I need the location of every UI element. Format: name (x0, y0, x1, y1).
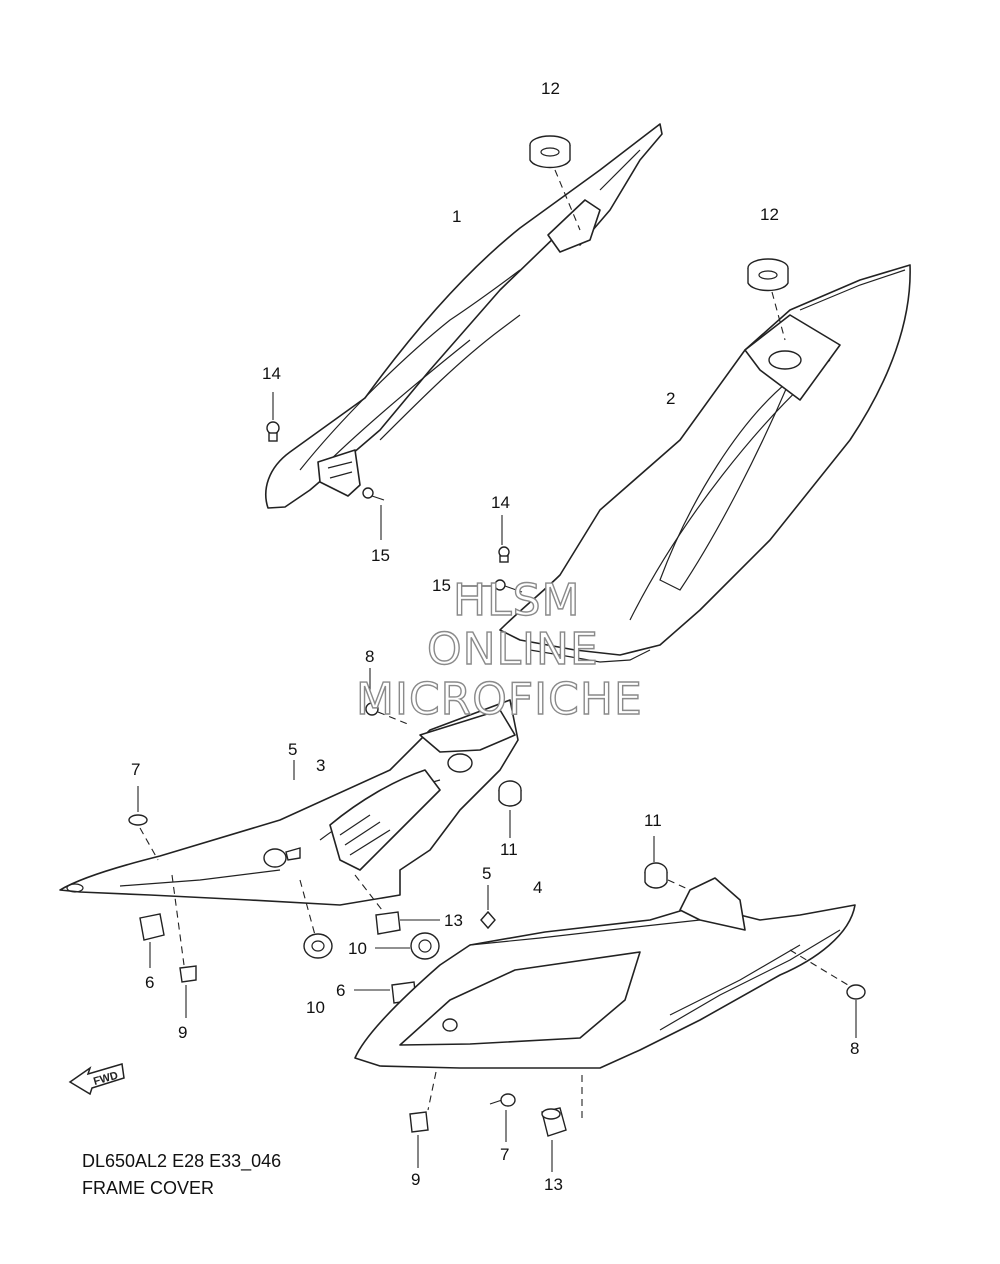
screw-7-left (128, 786, 159, 861)
grommet-10-right (375, 932, 440, 960)
clip-5-upper (285, 760, 301, 861)
callout-13-upper: 13 (444, 911, 463, 930)
watermark-line-3: MICROFICHE (356, 674, 643, 725)
collar-13-upper (354, 874, 440, 935)
callout-12-right: 12 (760, 205, 779, 224)
callout-10-lower: 10 (306, 998, 325, 1017)
part-3-lower-left-cover (59, 699, 519, 906)
diagram-code: DL650AL2 E28 E33_046 (82, 1151, 281, 1172)
screw-15-upper (362, 487, 385, 540)
callout-labels: 12 1 12 14 2 15 14 15 8 5 3 7 11 11 5 4 … (131, 79, 859, 1194)
callout-5-upper: 5 (288, 740, 297, 759)
grommet-12-upper (529, 135, 581, 231)
grommet-10-left (299, 879, 333, 959)
callout-11-upper: 11 (500, 840, 518, 859)
callout-13-bottom: 13 (544, 1175, 563, 1194)
callout-15-center: 15 (432, 576, 451, 595)
callout-8-right: 8 (850, 1039, 859, 1058)
callout-8-upper: 8 (365, 647, 374, 666)
callout-15-upper: 15 (371, 546, 390, 565)
fwd-arrow-icon: FWD (68, 1063, 125, 1096)
clip-9-bottom (409, 1071, 437, 1168)
watermark: HLSM ONLINE MICROFICHE (355, 574, 643, 725)
callout-5-lower: 5 (482, 864, 491, 883)
part-4-lower-right-cover (354, 877, 856, 1069)
grommet-12-right (747, 258, 789, 341)
watermark-line-2: ONLINE (427, 624, 599, 675)
callout-12-top: 12 (541, 79, 560, 98)
diagram-title: FRAME COVER (82, 1178, 214, 1198)
collar-13-bottom (541, 1075, 583, 1172)
nut-6-left (139, 913, 165, 968)
callout-10-center: 10 (348, 939, 367, 958)
callout-7-left: 7 (131, 760, 140, 779)
screw-14-upper (266, 392, 280, 442)
callout-6-lower: 6 (336, 981, 345, 1000)
clip-9-left (171, 874, 197, 1018)
callout-14-center: 14 (491, 493, 510, 512)
callout-9-bottom: 9 (411, 1170, 420, 1189)
diagram-caption: DL650AL2 E28 E33_046 FRAME COVER (82, 1151, 281, 1198)
callout-2: 2 (666, 389, 675, 408)
part-2-side-cover (499, 264, 911, 663)
part-1-upper-cover (265, 123, 663, 509)
callout-9-left: 9 (178, 1023, 187, 1042)
callout-3: 3 (316, 756, 325, 775)
watermark-line-1: HLSM (453, 575, 581, 626)
callout-1: 1 (452, 207, 461, 226)
screw-8-upper (365, 668, 411, 726)
callout-11-right: 11 (644, 811, 662, 830)
callout-7-bottom: 7 (500, 1145, 509, 1164)
callout-6-left: 6 (145, 973, 154, 992)
callout-14-upper: 14 (262, 364, 281, 383)
screw-15-center (458, 579, 523, 593)
clip-5-lower (480, 885, 496, 930)
grommet-11-upper (498, 780, 522, 838)
screw-14-center (498, 515, 510, 563)
screw-8-right (789, 949, 866, 1038)
grommet-11-right (644, 836, 691, 891)
screw-7-bottom (489, 1093, 516, 1142)
callout-4: 4 (533, 878, 542, 897)
